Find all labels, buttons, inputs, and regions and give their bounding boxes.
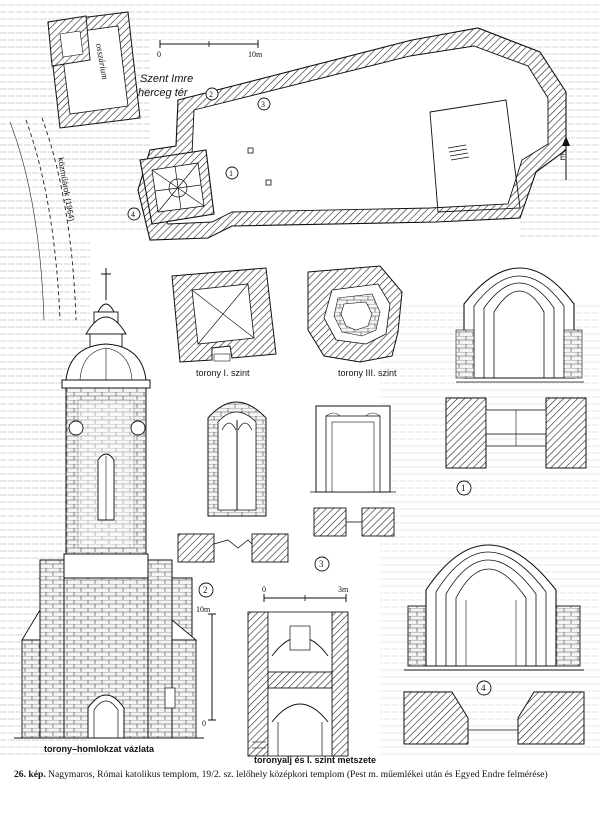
detail-3-door: [310, 405, 396, 493]
north-label: É: [560, 153, 565, 162]
ossuary-building: [47, 11, 141, 129]
svg-text:3: 3: [319, 559, 324, 569]
detail-2-section: [177, 533, 289, 563]
square-label-line2: herceg tér: [138, 87, 189, 99]
svg-text:4: 4: [481, 683, 486, 693]
detail-4-portal: [404, 544, 584, 671]
elevation-label: torony–homlokzat vázlata: [44, 744, 155, 754]
detail-3-marker: 3: [314, 556, 330, 572]
north-arrow: [562, 136, 570, 180]
svg-text:2: 2: [203, 585, 208, 595]
tower-level-3-plan: [307, 265, 403, 363]
svg-text:1: 1: [229, 169, 233, 178]
tower-section: [247, 611, 349, 757]
site-plan: osszárium közműárok (1964) 0 10m Szent I…: [9, 11, 570, 321]
elevation-scale-bar: [208, 613, 216, 721]
detail-1-marker: 1: [456, 480, 472, 496]
detail-4-marker: 4: [476, 680, 492, 696]
plan-scale-max: 10m: [248, 50, 263, 59]
section-label: toronyalj és I. szint metszete: [254, 755, 376, 765]
detail-4-section: [403, 691, 585, 745]
caption-text: Nagymaros, Római katolikus templom, 19/2…: [48, 769, 548, 780]
svg-text:4: 4: [131, 210, 135, 219]
section-scale-zero: 0: [262, 585, 266, 594]
detail-2-marker: 2: [198, 582, 214, 598]
svg-text:1: 1: [461, 483, 466, 493]
svg-text:3: 3: [261, 100, 265, 109]
church-plan-walls: [137, 27, 567, 241]
plan-marker-4: 4: [127, 207, 141, 221]
elevation-scale-zero: 0: [202, 719, 206, 728]
detail-1-portal: [455, 267, 584, 383]
svg-text:2: 2: [209, 90, 213, 99]
tower-level-1-label: torony I. szint: [196, 368, 250, 378]
plan-scale-bar: [159, 40, 259, 48]
detail-2-window: [207, 401, 267, 517]
section-scale-bar: [263, 594, 347, 602]
utility-trench: [9, 117, 77, 321]
caption-number: 26. kép.: [14, 769, 46, 780]
plan-scale-zero: 0: [157, 50, 161, 59]
plan-marker-2: 2: [205, 87, 219, 101]
detail-1-section: [445, 397, 587, 469]
background-text-top: [150, 0, 600, 40]
plan-marker-1: 1: [225, 166, 239, 180]
tower-elevation: [14, 268, 204, 739]
plan-marker-3: 3: [257, 97, 271, 111]
detail-3-section: [313, 507, 395, 537]
square-label-line1: Szent Imre: [140, 73, 193, 85]
figure-caption: 26. kép. Nagymaros, Római katolikus temp…: [14, 769, 586, 781]
section-scale-max: 3m: [338, 585, 349, 594]
elevation-scale-max: 10m: [196, 605, 211, 614]
tower-level-3-label: torony III. szint: [338, 368, 397, 378]
tower-level-1-plan: [171, 267, 277, 363]
